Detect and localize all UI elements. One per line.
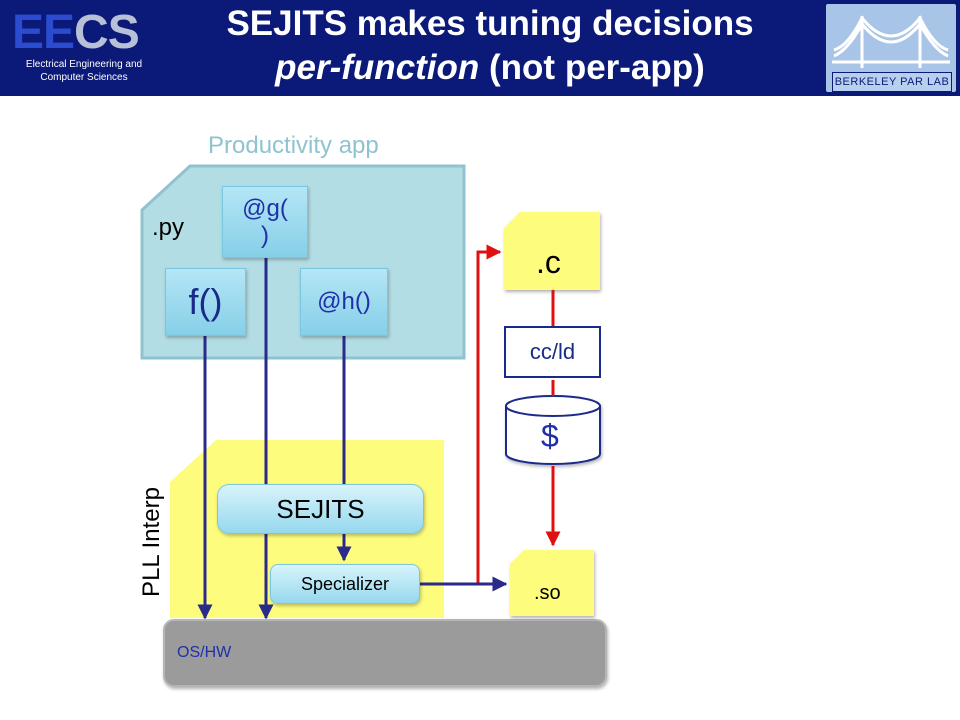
berkeley-par-lab-logo: BERKELEY PAR LAB [826, 4, 956, 92]
title-line-1: SEJITS makes tuning decisions [226, 4, 754, 43]
function-f-label: f() [188, 281, 223, 322]
pll-interp-label: PLL Interp [138, 487, 165, 597]
function-h-box: @h() [300, 268, 388, 336]
cylinder-cache-icon [505, 395, 601, 465]
function-f-box: f() [165, 268, 246, 336]
productivity-app-label: Productivity app [208, 132, 379, 159]
bridge-icon [832, 15, 950, 68]
function-g-box: @g( ) [222, 186, 308, 258]
specializer-label: Specializer [300, 573, 390, 594]
slide-title: SEJITS makes tuning decisions per-functi… [160, 2, 820, 90]
so-file-label: .so [534, 582, 561, 604]
red-compile-path [476, 244, 561, 584]
function-h-label: @h() [317, 288, 371, 315]
par-lab-label: BERKELEY PAR LAB [832, 72, 952, 92]
header-banner: EECS Electrical Engineering and Computer… [0, 0, 960, 96]
cc-ld-label: cc/ld [529, 339, 576, 364]
py-file-label: .py [152, 214, 185, 241]
c-file-icon [504, 212, 600, 290]
eecs-logo-mark: EECS [12, 6, 140, 59]
sejits-label: SEJITS [276, 493, 365, 524]
cc-ld-box: cc/ld [504, 326, 601, 378]
eecs-logo: EECS Electrical Engineering and Computer… [10, 6, 158, 86]
eecs-logo-subtitle: Electrical Engineering and Computer Scie… [25, 59, 143, 83]
sejits-box: SEJITS [217, 484, 424, 534]
specializer-box: Specializer [270, 564, 420, 604]
oshw-label: OS/HW [177, 644, 232, 661]
function-g-label: @g( ) [242, 195, 288, 249]
so-file-icon [510, 550, 594, 616]
oshw-bar [163, 619, 607, 687]
c-file-label: .c [536, 244, 561, 280]
cache-label: $ [541, 418, 559, 454]
title-line-2: per-function (not per-app) [275, 48, 705, 87]
